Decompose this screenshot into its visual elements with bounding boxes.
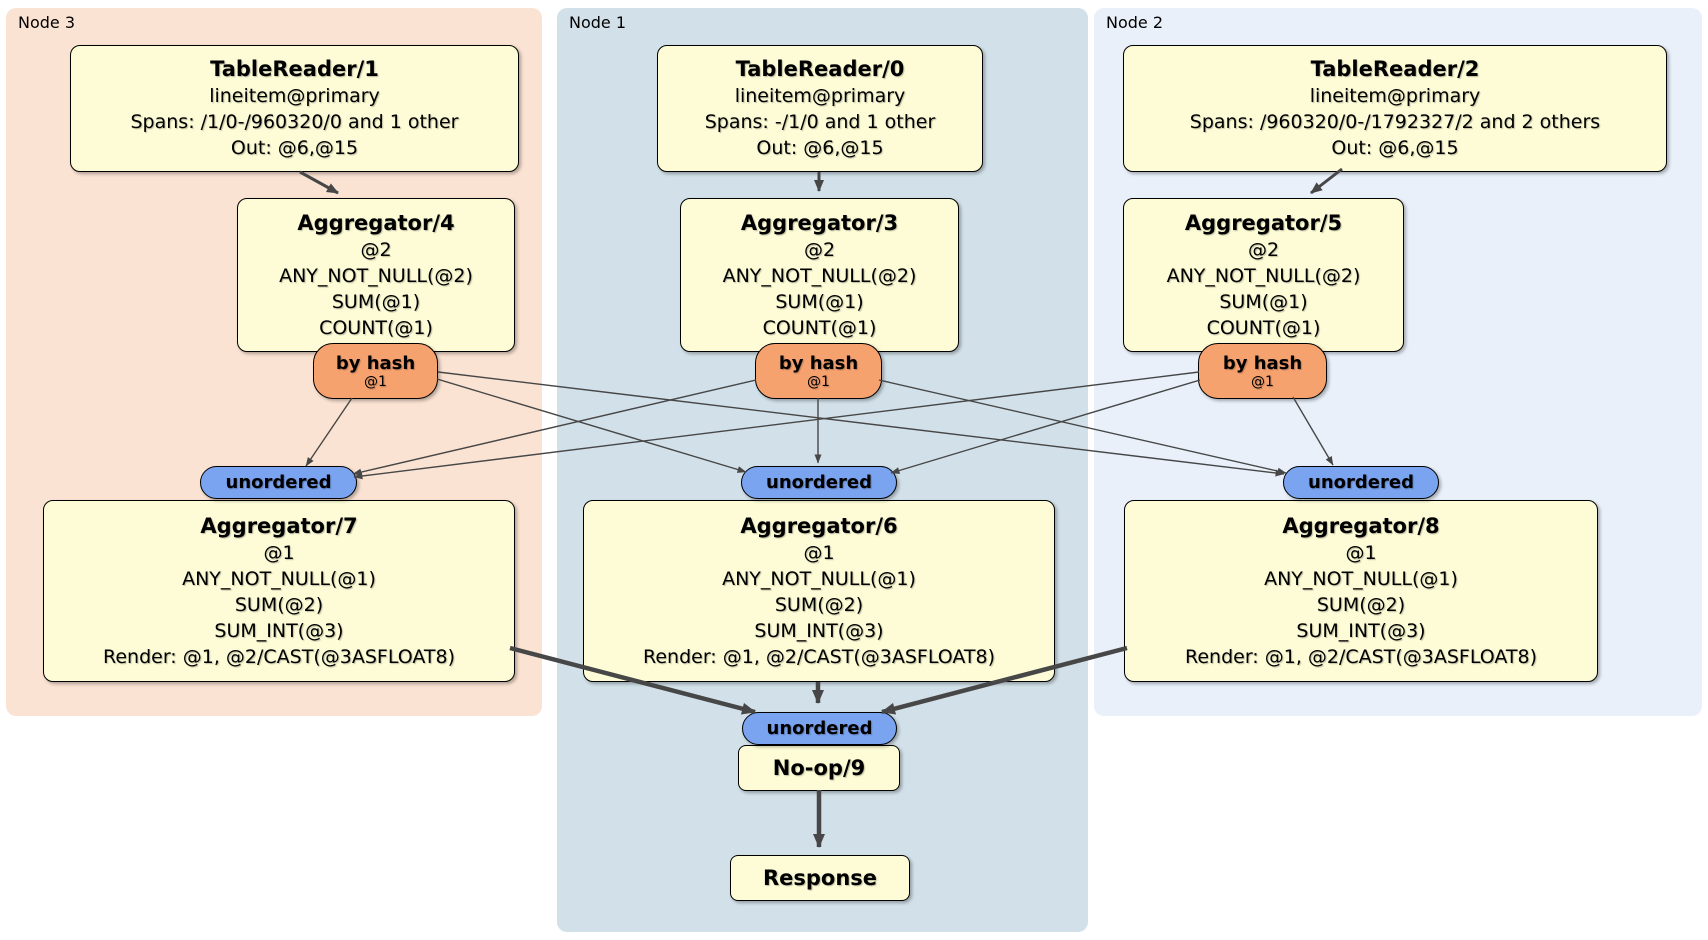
- sync-label: unordered: [766, 472, 872, 493]
- processor-detail-line: Spans: -/1/0 and 1 other: [704, 111, 936, 133]
- processor-detail-line: ANY_NOT_NULL(@2): [722, 264, 917, 287]
- processor-detail-line: SUM(@1): [1219, 290, 1308, 313]
- processor-detail-line: ANY_NOT_NULL(@1): [182, 567, 376, 590]
- processor-title: TableReader/1: [210, 57, 379, 81]
- processor-detail-line: Out: @6,@15: [756, 137, 884, 159]
- router-key: @1: [1251, 373, 1274, 390]
- processor-detail-line: COUNT(@1): [1206, 316, 1321, 339]
- processor-title: Aggregator/8: [1282, 513, 1440, 538]
- processor-detail-line: @2: [360, 238, 392, 261]
- processor-title: TableReader/0: [735, 57, 905, 81]
- processor-box-aggregator-8: Aggregator/8 @1 ANY_NOT_NULL(@1) SUM(@2)…: [1124, 500, 1598, 682]
- processor-detail-line: SUM(@1): [775, 290, 864, 313]
- panel-label-node2: Node 2: [1106, 13, 1164, 32]
- processor-detail-line: Out: @6,@15: [230, 137, 359, 159]
- router-by-hash-node1: by hash @1: [755, 343, 882, 399]
- processor-detail-line: SUM_INT(@3): [1296, 619, 1426, 642]
- processor-detail-line: @2: [1247, 238, 1280, 261]
- processor-title: Aggregator/7: [200, 513, 358, 538]
- router-label: by hash: [335, 352, 416, 374]
- router-by-hash-node3: by hash @1: [313, 343, 438, 399]
- processor-detail-line: lineitem@primary: [1309, 85, 1481, 107]
- processor-detail-line: ANY_NOT_NULL(@1): [722, 567, 916, 590]
- sync-unordered-final: unordered: [742, 712, 897, 745]
- router-key: @1: [807, 373, 830, 390]
- processor-title: TableReader/2: [1310, 57, 1480, 81]
- processor-detail-line: Render: @1, @2/CAST(@3ASFLOAT8): [1185, 645, 1537, 668]
- response-box: Response: [730, 855, 910, 901]
- processor-detail-line: @1: [803, 541, 835, 564]
- sync-unordered-middle: unordered: [741, 466, 897, 499]
- sync-unordered-left: unordered: [200, 466, 357, 499]
- processor-detail-line: COUNT(@1): [762, 316, 877, 339]
- processor-box-aggregator-4: Aggregator/4 @2 ANY_NOT_NULL(@2) SUM(@1)…: [237, 198, 515, 352]
- processor-box-aggregator-5: Aggregator/5 @2 ANY_NOT_NULL(@2) SUM(@1)…: [1123, 198, 1404, 352]
- processor-detail-line: COUNT(@1): [319, 316, 433, 339]
- sync-label: unordered: [1308, 472, 1414, 493]
- router-label: by hash: [1222, 352, 1303, 374]
- processor-detail-line: lineitem@primary: [734, 85, 906, 107]
- processor-detail-line: Render: @1, @2/CAST(@3ASFLOAT8): [643, 645, 995, 668]
- processor-title: No-op/9: [772, 755, 866, 780]
- processor-detail-line: SUM(@2): [774, 593, 864, 616]
- processor-detail-line: ANY_NOT_NULL(@2): [279, 264, 473, 287]
- processor-detail-line: Render: @1, @2/CAST(@3ASFLOAT8): [103, 645, 455, 668]
- processor-detail-line: SUM(@2): [234, 593, 324, 616]
- sync-unordered-right: unordered: [1283, 466, 1439, 499]
- router-key: @1: [364, 373, 387, 390]
- processor-detail-line: Spans: /1/0-/960320/0 and 1 other: [130, 111, 459, 133]
- processor-box-noop-9: No-op/9: [738, 745, 900, 791]
- processor-detail-line: Out: @6,@15: [1331, 137, 1459, 159]
- processor-detail-line: SUM_INT(@3): [754, 619, 884, 642]
- sync-label: unordered: [766, 718, 873, 739]
- sync-label: unordered: [225, 472, 332, 493]
- processor-title: Aggregator/4: [297, 210, 455, 235]
- processor-detail-line: SUM_INT(@3): [214, 619, 344, 642]
- processor-detail-line: @1: [263, 541, 295, 564]
- processor-detail-line: SUM(@2): [1316, 593, 1406, 616]
- processor-box-tablereader-0: TableReader/0 lineitem@primary Spans: -/…: [657, 45, 983, 172]
- processor-box-aggregator-6: Aggregator/6 @1 ANY_NOT_NULL(@1) SUM(@2)…: [583, 500, 1055, 682]
- processor-detail-line: @2: [803, 238, 836, 261]
- processor-title: Aggregator/3: [740, 210, 899, 235]
- processor-box-aggregator-7: Aggregator/7 @1 ANY_NOT_NULL(@1) SUM(@2)…: [43, 500, 515, 682]
- processor-detail-line: ANY_NOT_NULL(@1): [1264, 567, 1458, 590]
- processor-detail-line: ANY_NOT_NULL(@2): [1166, 264, 1361, 287]
- processor-title: Response: [762, 865, 878, 890]
- processor-detail-line: Spans: /960320/0-/1792327/2 and 2 others: [1189, 111, 1601, 133]
- processor-box-aggregator-3: Aggregator/3 @2 ANY_NOT_NULL(@2) SUM(@1)…: [680, 198, 959, 352]
- processor-title: Aggregator/6: [740, 513, 898, 538]
- router-label: by hash: [778, 352, 859, 374]
- panel-label-node3: Node 3: [18, 13, 76, 32]
- processor-box-tablereader-2: TableReader/2 lineitem@primary Spans: /9…: [1123, 45, 1667, 172]
- processor-detail-line: SUM(@1): [331, 290, 421, 313]
- processor-box-tablereader-1: TableReader/1 lineitem@primary Spans: /1…: [70, 45, 519, 172]
- processor-detail-line: lineitem@primary: [209, 85, 380, 107]
- processor-detail-line: @1: [1345, 541, 1377, 564]
- processor-title: Aggregator/5: [1184, 210, 1343, 235]
- panel-label-node1: Node 1: [569, 13, 627, 32]
- router-by-hash-node2: by hash @1: [1198, 343, 1327, 399]
